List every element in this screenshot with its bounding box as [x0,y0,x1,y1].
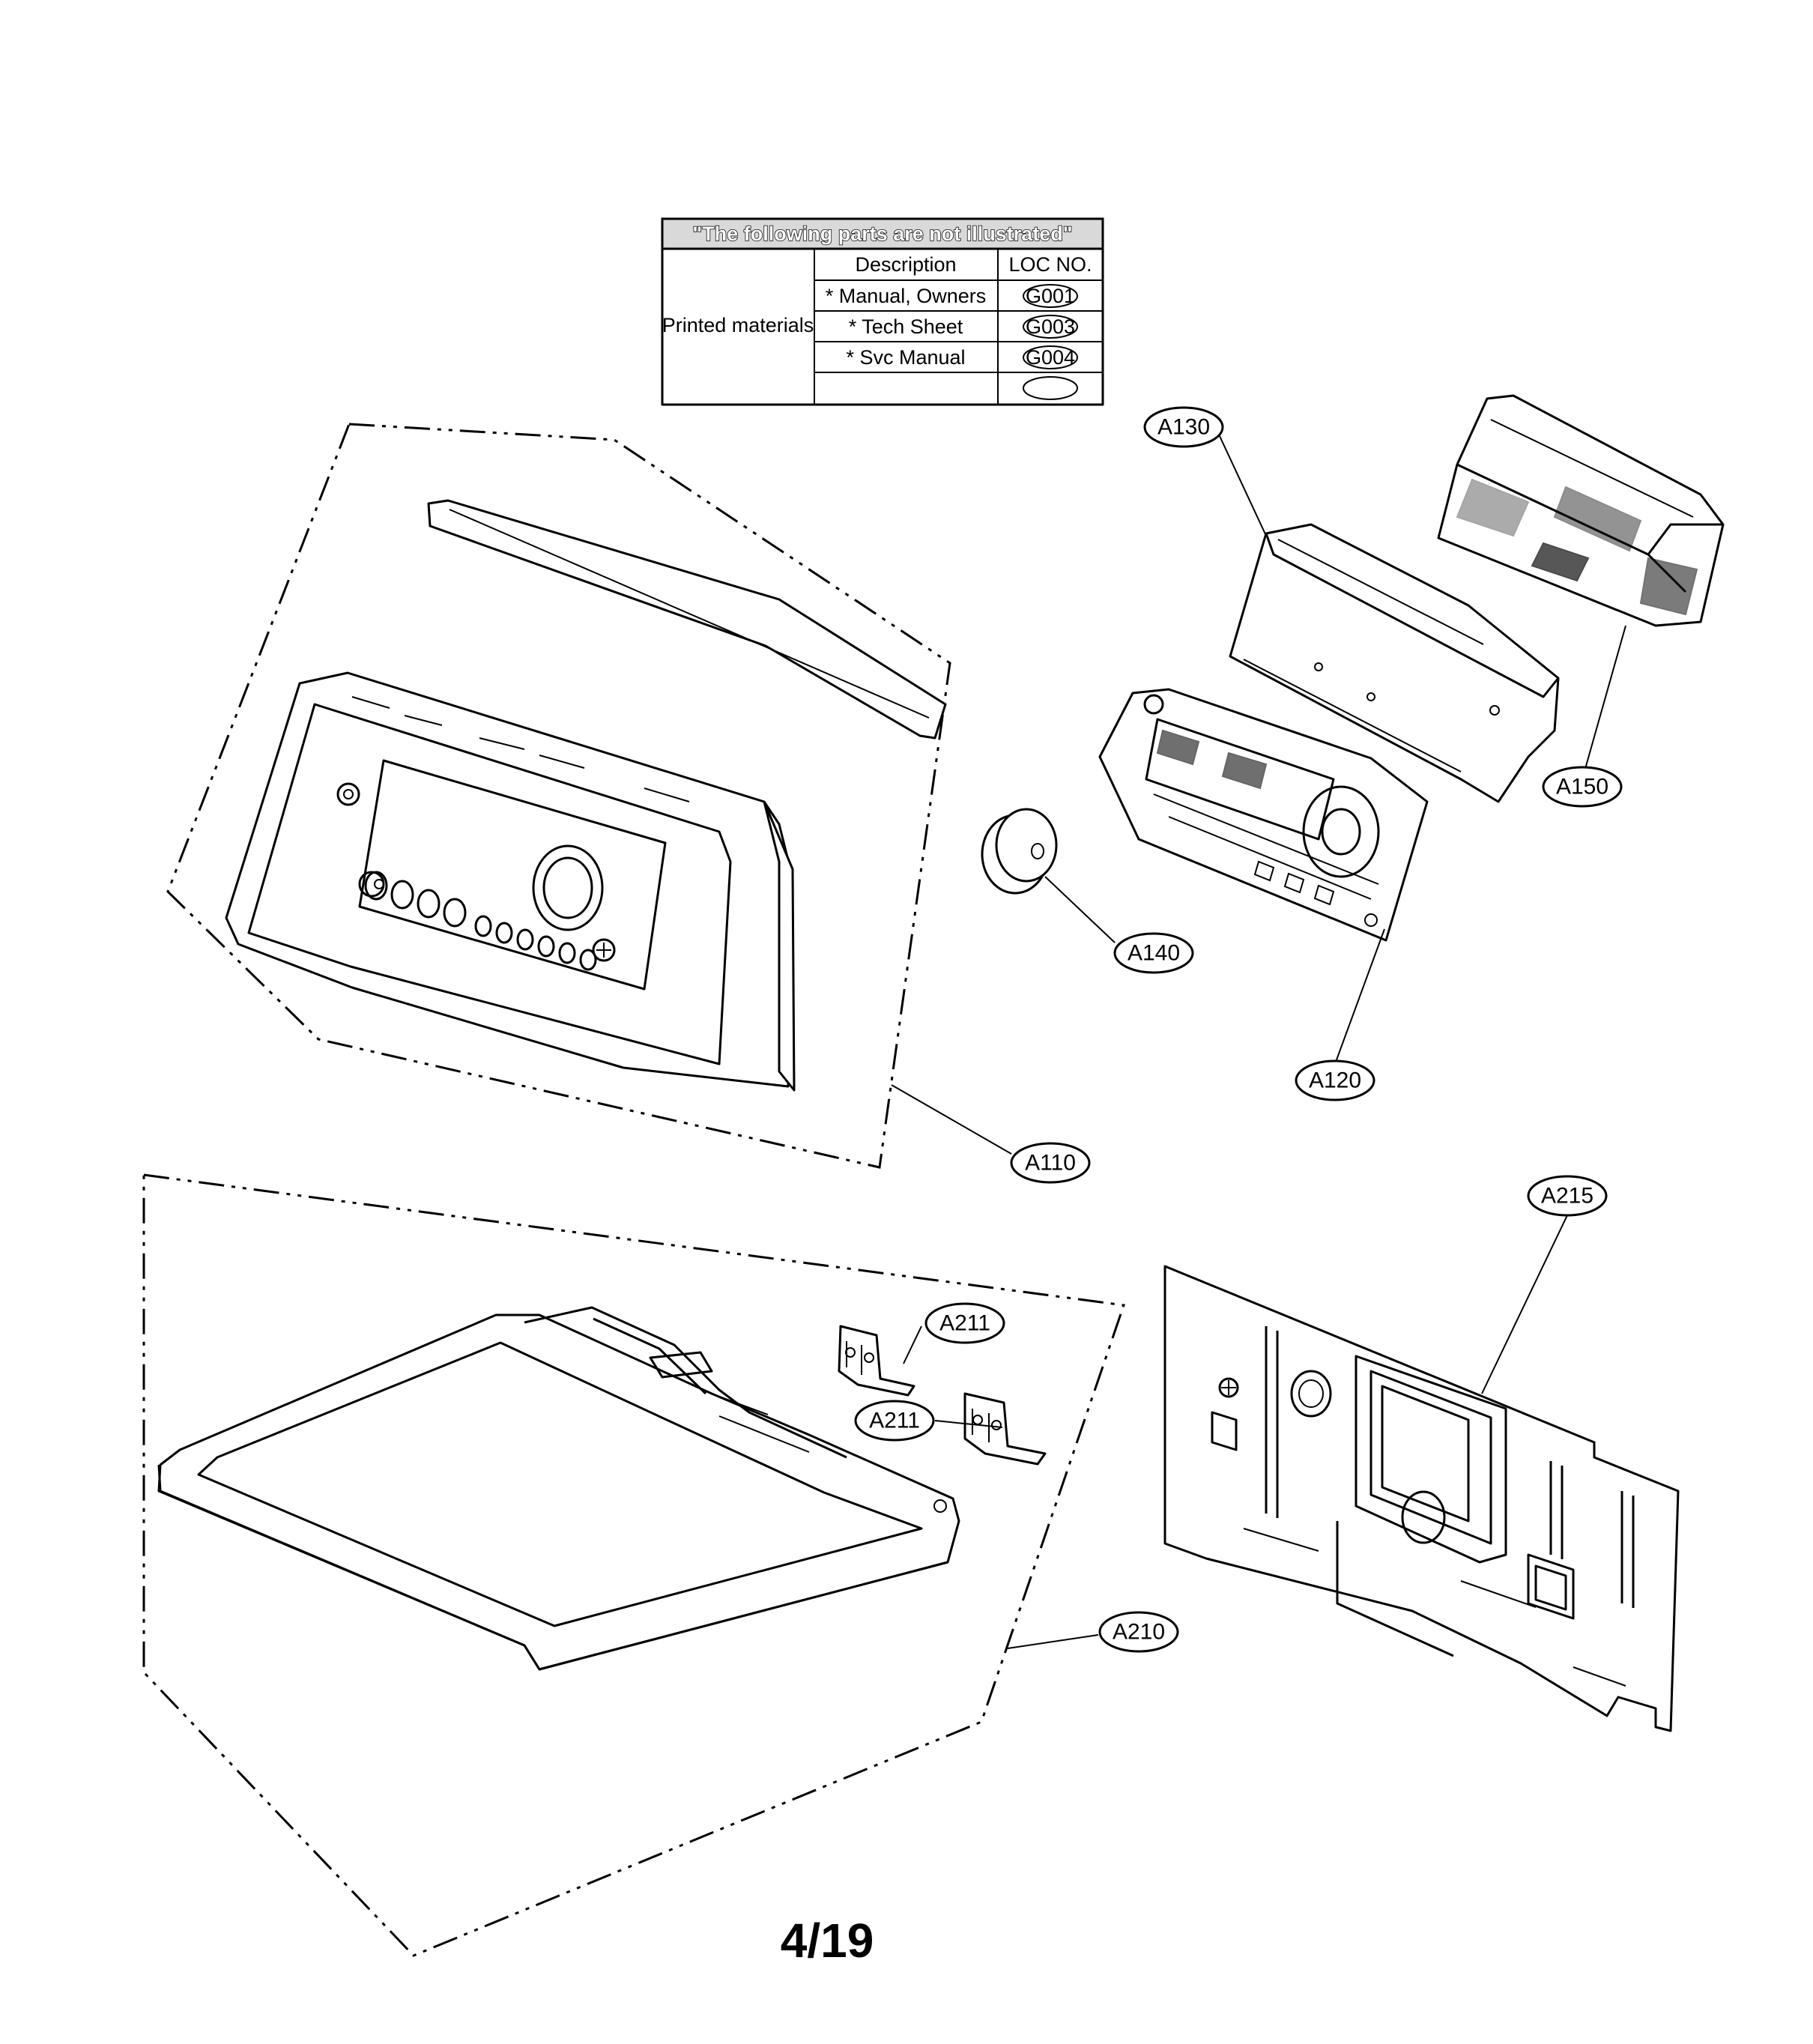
loc-no-column-header: LOC NO. [1008,253,1092,276]
callout-a140-label: A140 [1128,941,1180,966]
callout-a215-label: A215 [1541,1184,1593,1209]
pcb-bracket-a130 [1229,523,1560,803]
printed-materials-group-label: Printed materials [662,314,814,336]
callout-a211-lower: A211 [854,1400,935,1442]
callout-a110-label: A110 [1025,1151,1076,1176]
callout-a130-label: A130 [1157,415,1210,440]
callout-a211-upper-label: A211 [939,1311,990,1336]
table-row-description: * Svc Manual [846,346,965,369]
table-row-loc: G001 [1026,285,1075,307]
callout-a120-label: A120 [1309,1068,1361,1093]
top-lid-assembly-a210 [142,1173,1126,1957]
callout-a210: A210 [1098,1611,1179,1653]
table-row-description: * Manual, Owners [826,285,987,307]
callout-a211-lower-label: A211 [869,1409,920,1433]
callout-a150-label: A150 [1556,775,1608,799]
callout-a120: A120 [1295,1059,1375,1101]
main-pcb-assembly-a120 [1098,688,1429,942]
control-panel-assembly-a110 [166,423,951,1169]
not-illustrated-parts-table: "The following parts are not illustrated… [661,217,1104,406]
callout-a215: A215 [1527,1175,1608,1217]
callout-a211-upper: A211 [924,1302,1005,1344]
callout-leader-lines [891,435,1626,1649]
description-column-header: Description [855,253,956,276]
callout-a110: A110 [1010,1142,1091,1184]
table-row-loc: G004 [1026,346,1075,369]
page-number: 4/19 [781,1914,874,1968]
table-header: "The following parts are not illustrated… [692,223,1072,245]
rear-panel-a215 [1163,1265,1680,1732]
callout-labels: A130 A150 A140 A120 A110 A215 A211 A211 [854,406,1623,1653]
table-row-loc: G003 [1026,315,1075,338]
knob-a140 [981,808,1058,895]
lid-hinge-a211-upper [838,1325,915,1397]
callout-a130: A130 [1143,406,1224,448]
table-row-description: * Tech Sheet [849,315,963,338]
callout-a150: A150 [1542,766,1623,808]
cover-a150 [1437,394,1725,627]
callout-a140: A140 [1113,932,1194,974]
callout-a210-label: A210 [1113,1620,1165,1645]
lid-hinge-a211-lower [963,1392,1047,1466]
